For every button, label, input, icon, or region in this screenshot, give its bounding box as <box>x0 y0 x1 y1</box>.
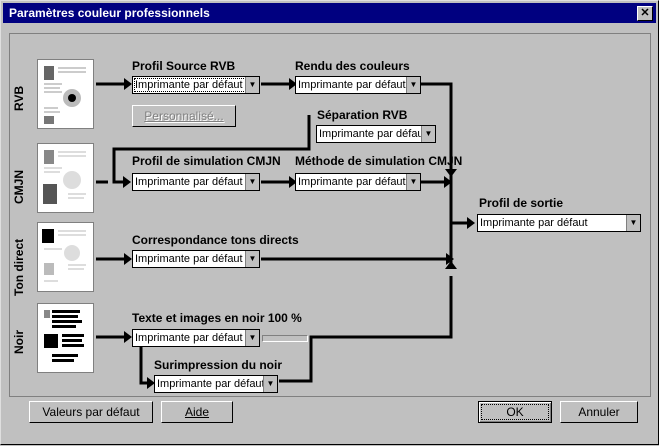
dropdown-arrow-icon[interactable]: ▼ <box>421 126 435 142</box>
rgb-separation-dropdown[interactable]: Imprimante par défaut▼ <box>316 125 436 143</box>
cmyk-simulation-dropdown[interactable]: Imprimante par défaut▼ <box>132 173 260 191</box>
document-thumbnail-icon <box>37 222 94 292</box>
dropdown-arrow-icon[interactable]: ▼ <box>245 251 259 267</box>
dropdown-arrow-icon[interactable]: ▼ <box>406 174 420 190</box>
help-button[interactable]: Aide <box>161 401 233 423</box>
spot-matching-dropdown[interactable]: Imprimante par défaut▼ <box>132 250 260 268</box>
dropdown-arrow-icon[interactable]: ▼ <box>626 215 640 231</box>
document-thumbnail-icon <box>37 59 94 129</box>
rgb-source-dropdown[interactable]: Imprimante par défaut▼ <box>132 76 260 94</box>
black-overprint-dropdown[interactable]: Imprimante par défaut▼ <box>154 375 278 393</box>
row-label-cmyk: CMJN <box>12 169 26 204</box>
row-label-black: Noir <box>12 330 26 354</box>
rendering-label: Rendu des couleurs <box>295 59 410 73</box>
ok-button[interactable]: OK <box>478 401 552 423</box>
black-text-label: Texte et images en noir 100 % <box>132 311 302 325</box>
black-text-dropdown[interactable]: Imprimante par défaut▼ <box>132 329 260 347</box>
rgb-separation-label: Séparation RVB <box>317 108 408 122</box>
dropdown-arrow-icon[interactable]: ▼ <box>245 330 259 346</box>
dropdown-arrow-icon[interactable]: ▼ <box>406 77 420 93</box>
document-thumbnail-icon <box>37 303 94 373</box>
output-profile-dropdown[interactable]: Imprimante par défaut▼ <box>477 214 641 232</box>
dropdown-arrow-icon[interactable]: ▼ <box>245 174 259 190</box>
row-label-rgb: RVB <box>12 85 26 111</box>
cancel-button[interactable]: Annuler <box>560 401 638 423</box>
title-bar[interactable]: Paramètres couleur professionnels ✕ <box>3 3 656 23</box>
black-overprint-label: Surimpression du noir <box>154 358 283 372</box>
simulation-method-dropdown[interactable]: Imprimante par défaut▼ <box>295 173 421 191</box>
customize-button[interactable]: Personnalisé... <box>132 105 236 127</box>
close-button[interactable]: ✕ <box>637 6 653 21</box>
output-profile-label: Profil de sortie <box>479 196 564 210</box>
dropdown-arrow-icon[interactable]: ▼ <box>263 376 277 392</box>
black-text-slider-track <box>262 335 308 342</box>
window-title: Paramètres couleur professionnels <box>9 6 210 20</box>
spot-matching-label: Correspondance tons directs <box>132 233 299 247</box>
rendering-dropdown[interactable]: Imprimante par défaut▼ <box>295 76 421 94</box>
close-icon: ✕ <box>640 7 650 19</box>
document-thumbnail-icon <box>37 143 94 213</box>
rgb-source-label: Profil Source RVB <box>132 59 236 73</box>
defaults-button[interactable]: Valeurs par défaut <box>29 401 153 423</box>
row-label-spot: Ton direct <box>12 238 26 296</box>
dropdown-arrow-icon[interactable]: ▼ <box>245 77 259 93</box>
cmyk-simulation-label: Profil de simulation CMJN <box>132 154 281 168</box>
simulation-method-label: Méthode de simulation CMJN <box>295 154 463 168</box>
